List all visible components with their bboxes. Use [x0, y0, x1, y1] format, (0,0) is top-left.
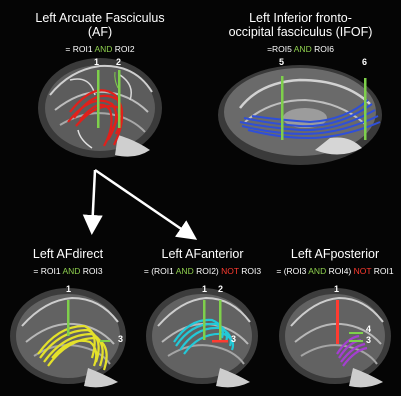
afposterior-formula-and: AND [308, 266, 326, 276]
afdirect-title: Left AFdirect [0, 247, 136, 261]
roi1-plane-afposterior [336, 300, 339, 344]
afposterior-roi-label-1: 1 [334, 284, 339, 294]
afposterior-formula-mid: ROI4) [326, 266, 353, 276]
afposterior-formula-suffix: ROI1 [371, 266, 393, 276]
panel-afposterior: Left AFposterior = (ROI3 AND ROI4) NOT R… [269, 238, 401, 396]
afanterior-formula-mid: ROI2) [194, 266, 221, 276]
brain-slice-afanterior [136, 238, 269, 396]
roi1-plane-afanterior [203, 300, 206, 340]
afdirect-formula-prefix: = ROI1 [33, 266, 62, 276]
afdirect-roi-label-3: 3 [118, 334, 123, 344]
brain-slice-afdirect [0, 238, 136, 396]
afanterior-formula-suffix: ROI3 [239, 266, 261, 276]
roi2-plane-afanterior [219, 300, 222, 340]
afdirect-formula: = ROI1 AND ROI3 [0, 266, 136, 276]
afdirect-formula-suffix: ROI3 [80, 266, 102, 276]
roi3-plane-afposterior [349, 340, 363, 342]
afanterior-roi-label-2: 2 [218, 284, 223, 294]
afposterior-formula-prefix: = (ROI3 [276, 266, 308, 276]
afanterior-title: Left AFanterior [136, 247, 269, 261]
brain-slice-afposterior [269, 238, 401, 396]
afposterior-formula-not: NOT [354, 266, 372, 276]
afanterior-formula-not: NOT [221, 266, 239, 276]
afanterior-roi-label-3: 3 [231, 334, 236, 344]
afdirect-roi-label-1: 1 [66, 284, 71, 294]
afanterior-formula-and: AND [176, 266, 194, 276]
roi3-plane-afdirect [100, 340, 110, 342]
roi1-plane-afdirect [67, 300, 70, 336]
panel-afdirect: Left AFdirect = ROI1 AND ROI3 1 3 [0, 238, 136, 396]
afdirect-formula-and: AND [62, 266, 80, 276]
afposterior-roi-label-3: 3 [366, 335, 371, 345]
roi3-plane-afanterior [212, 340, 228, 343]
afposterior-roi-label-4: 4 [366, 324, 371, 334]
afposterior-formula: = (ROI3 AND ROI4) NOT ROI1 [269, 266, 401, 276]
panel-afanterior: Left AFanterior = (ROI1 AND ROI2) NOT RO… [136, 238, 269, 396]
afposterior-title: Left AFposterior [269, 247, 401, 261]
afanterior-formula-prefix: = (ROI1 [144, 266, 176, 276]
roi4-plane-afposterior [349, 332, 363, 334]
afanterior-formula: = (ROI1 AND ROI2) NOT ROI3 [136, 266, 269, 276]
arrow-to-afdirect [92, 170, 95, 230]
arrow-to-afanterior [95, 170, 193, 237]
afanterior-roi-label-1: 1 [202, 284, 207, 294]
